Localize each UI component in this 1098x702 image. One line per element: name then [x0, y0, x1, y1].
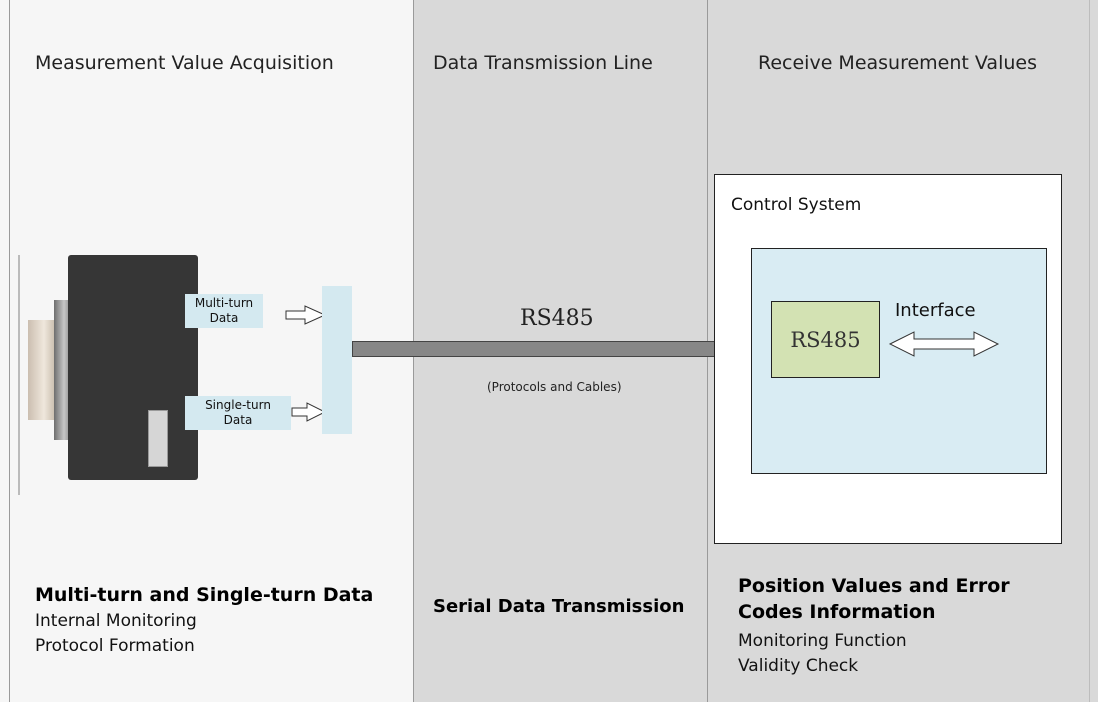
single-turn-arrow-icon	[291, 402, 327, 422]
rs485-module-label: RS485	[790, 327, 861, 352]
receive-footer-line-1: Monitoring Function	[738, 631, 907, 651]
receive-footer-title-line-2: Codes Information	[738, 601, 936, 623]
single-turn-line1: Single-turn	[205, 398, 271, 412]
rs485-label: RS485	[520, 306, 594, 331]
receive-footer-title-line-1: Position Values and Error	[738, 575, 1010, 597]
encoder-body	[68, 255, 198, 480]
single-turn-line2: Data	[223, 413, 253, 427]
single-turn-data-tag: Single-turn Data	[185, 396, 291, 430]
data-collector-bar	[322, 286, 352, 434]
transmission-title: Data Transmission Line	[433, 52, 653, 74]
receive-footer-line-2: Validity Check	[738, 656, 859, 676]
interface-double-arrow-icon	[888, 331, 1000, 357]
acquisition-footer-line-2: Protocol Formation	[35, 636, 195, 656]
acquisition-title: Measurement Value Acquisition	[35, 52, 334, 74]
rs485-cable	[352, 341, 753, 357]
interface-label: Interface	[895, 300, 976, 321]
receive-title: Receive Measurement Values	[758, 52, 1037, 74]
multi-turn-arrow-icon	[285, 305, 327, 325]
multi-turn-data-tag: Multi-turn Data	[185, 294, 263, 328]
rs485-module: RS485	[771, 301, 880, 378]
acquisition-footer-title: Multi-turn and Single-turn Data	[35, 584, 374, 606]
protocols-cables-label: (Protocols and Cables)	[487, 380, 622, 394]
multi-turn-line1: Multi-turn	[194, 296, 254, 310]
multi-turn-line2: Data	[209, 311, 239, 325]
acquisition-footer-line-1: Internal Monitoring	[35, 611, 197, 631]
transmission-footer-title: Serial Data Transmission	[433, 596, 685, 617]
control-system-label: Control System	[731, 195, 862, 215]
encoder-connector	[148, 410, 168, 467]
left-border	[9, 0, 10, 702]
encoder-bracket	[18, 255, 28, 495]
right-border	[1089, 0, 1090, 702]
